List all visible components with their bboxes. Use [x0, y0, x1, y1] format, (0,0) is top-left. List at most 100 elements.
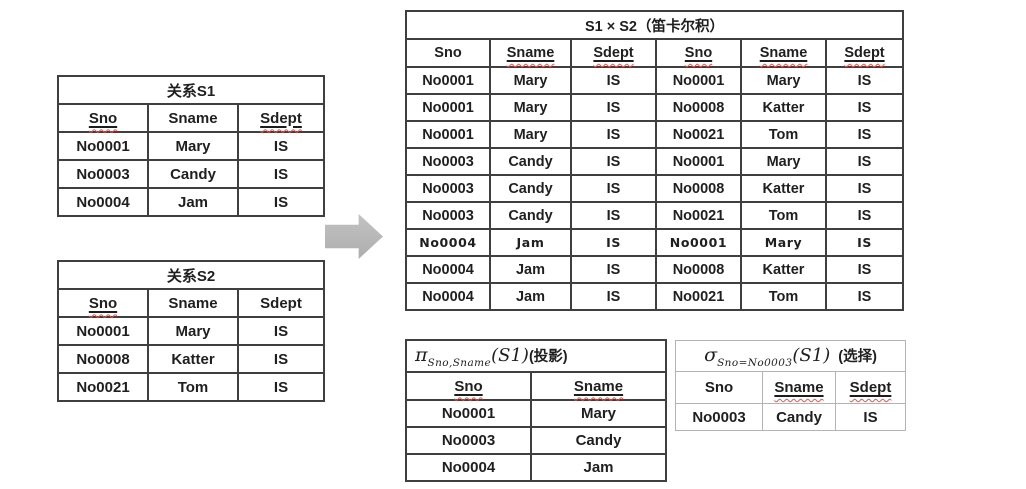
title-subscript: Sno=No0003 [717, 356, 793, 369]
column-header-sname: Sname [147, 288, 239, 318]
table-cell: Jam [529, 453, 668, 482]
table-cell: Jam [489, 228, 572, 257]
key-underline: Sno [454, 378, 482, 395]
table-cell: No0003 [675, 403, 763, 431]
column-header-sname: Sname [489, 38, 572, 68]
table-cell: No0021 [655, 201, 742, 230]
table-cell: No0001 [405, 66, 491, 95]
column-header-label: Sno [704, 379, 734, 396]
table-cell: Mary [147, 316, 239, 346]
table-cell: Candy [762, 403, 836, 431]
table-cell: Jam [147, 187, 239, 217]
table-cell: No0008 [655, 255, 742, 284]
column-header-label: Sno [454, 377, 483, 395]
column-header-label: Sdept [260, 109, 302, 127]
table-cell: IS [570, 93, 657, 122]
table-cell: IS [236, 187, 326, 217]
table-title: 关系S2 [56, 260, 326, 290]
table-cell: No0001 [57, 316, 149, 346]
column-header-sname: Sname [147, 103, 239, 133]
column-header-sno: Sno [57, 103, 149, 133]
column-header-sdept-2: Sdept [825, 38, 904, 68]
table-cell: No0001 [655, 66, 742, 95]
column-header-label: Sdept [849, 379, 892, 396]
table-cell: No0001 [405, 93, 491, 122]
key-underline: Sname [574, 378, 623, 395]
table-cell: Candy [529, 426, 668, 455]
key-underline: Sname [507, 45, 555, 61]
table-cell: Tom [740, 201, 827, 230]
table-cell: IS [570, 66, 657, 95]
column-header-sname: Sname [529, 371, 668, 401]
column-header-sno-2: Sno [655, 38, 742, 68]
table-cell: No0004 [57, 187, 149, 217]
table-cell: Candy [147, 159, 239, 189]
table-cell: IS [825, 147, 904, 176]
table-cell: IS [825, 201, 904, 230]
column-header-sno: Sno [405, 38, 491, 68]
column-header-label: Sno [684, 45, 713, 61]
table-cell: No0021 [655, 282, 742, 311]
key-underline: Sname [774, 379, 823, 396]
table-title: σSno=No0003(S1)(选择) [674, 340, 907, 372]
table-title-text: 关系S1 [166, 82, 216, 100]
key-underline: Sdept [850, 379, 892, 396]
table-cell: IS [570, 147, 657, 176]
table-cell: No0004 [405, 228, 491, 257]
key-underline: Sname [760, 45, 808, 61]
table-cell: No0001 [655, 228, 742, 257]
table-cell: Katter [740, 255, 827, 284]
title-subscript: Sno,Sname [427, 356, 492, 369]
title-suffix: (选择) [838, 348, 877, 365]
table-selection: σSno=No0003(S1)(选择) Sno Sname Sdept No00… [674, 340, 907, 431]
column-header-label: Sname [506, 45, 555, 61]
table-cell: Mary [740, 66, 827, 95]
sigma-symbol: σ [704, 343, 718, 366]
table-cell: Katter [740, 93, 827, 122]
table-cell: Mary [740, 147, 827, 176]
key-underline: Sdept [844, 45, 884, 61]
table-cell: IS [236, 344, 326, 374]
table-cell: Mary [489, 93, 572, 122]
table-cell: IS [570, 282, 657, 311]
column-header-label: Sname [168, 109, 218, 127]
column-header-label: Sname [573, 377, 624, 395]
table-cell: Tom [147, 372, 239, 402]
table-cell: Candy [489, 174, 572, 203]
column-header-sdept: Sdept [236, 103, 326, 133]
table-cell: Katter [740, 174, 827, 203]
column-header-sdept: Sdept [570, 38, 657, 68]
title-argument: (S1) [491, 344, 529, 366]
pi-symbol: π [415, 343, 428, 366]
table-cell: Jam [489, 282, 572, 311]
table-cell: No0004 [405, 282, 491, 311]
column-header-sno: Sno [57, 288, 149, 318]
table-cell: Mary [489, 120, 572, 149]
table-cell: Mary [529, 399, 668, 428]
column-header-label: Sdept [844, 45, 885, 61]
table-cell: Katter [147, 344, 239, 374]
column-header-label: Sno [88, 294, 118, 312]
table-cell: No0003 [57, 159, 149, 189]
table-cell: IS [570, 201, 657, 230]
column-header-sno: Sno [405, 371, 532, 401]
column-header-sno: Sno [675, 371, 763, 404]
table-cell: No0003 [405, 147, 491, 176]
table-cell: No0001 [57, 131, 149, 161]
table-cell: No0003 [405, 201, 491, 230]
table-cell: No0008 [655, 174, 742, 203]
table-cell: IS [825, 282, 904, 311]
table-title-text: S1 × S2（笛卡尔积） [585, 18, 724, 35]
table-cell: Mary [147, 131, 239, 161]
table-cell: Jam [489, 255, 572, 284]
title-suffix: (投影) [528, 348, 568, 365]
column-header-label: Sno [88, 109, 118, 127]
right-block-arrow-icon [325, 213, 383, 260]
table-cell: No0008 [655, 93, 742, 122]
table-cell: IS [236, 131, 326, 161]
table-cell: No0003 [405, 426, 532, 455]
